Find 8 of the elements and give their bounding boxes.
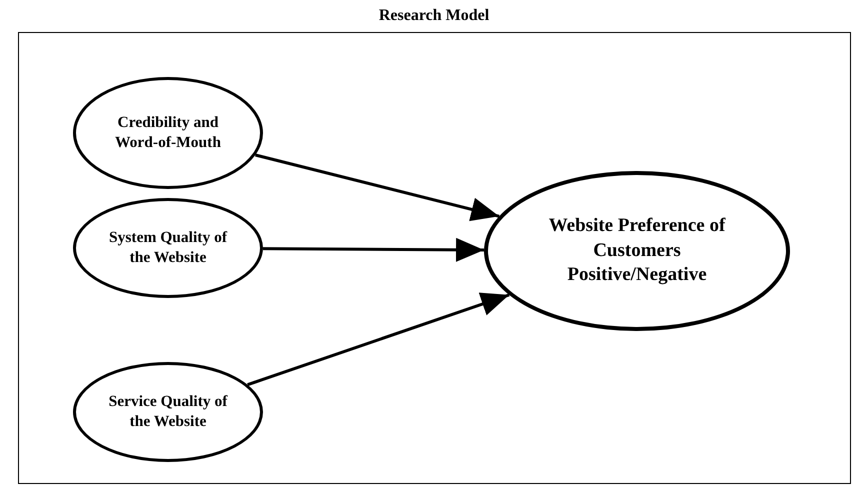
arrow [255,154,500,222]
construct-label: Credibility and Word-of-Mouth [114,112,222,153]
arrow [262,238,484,262]
construct-label: Service Quality of the Website [108,392,228,432]
construct-label: System Quality of the Website [108,228,228,268]
construct-label: Website Preference of Customers Positive/Negative [548,214,726,288]
diagram-title: Research Model [378,7,490,25]
arrow [247,292,510,386]
